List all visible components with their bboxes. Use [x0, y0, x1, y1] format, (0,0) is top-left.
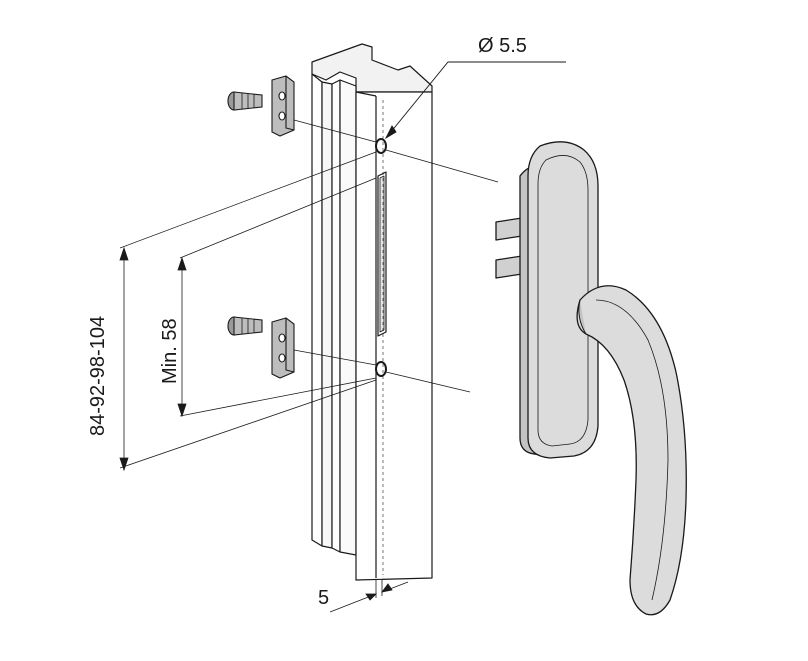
offset-label: 5 — [318, 587, 329, 609]
lower-hole — [375, 361, 387, 377]
lower-clamp-plate — [271, 317, 295, 379]
min-spacing-label: Min. 58 — [159, 318, 181, 384]
offset-dimension — [329, 580, 409, 613]
min-spacing-dimension — [177, 177, 377, 418]
upper-hole — [375, 138, 387, 154]
center-distance-label: 84-92-98-104 — [87, 316, 109, 436]
window-profile — [311, 43, 433, 581]
upper-clamp-plate — [271, 75, 295, 137]
center-distance-dimension — [119, 151, 377, 472]
lower-screw — [227, 316, 263, 336]
diameter-leader — [384, 61, 566, 140]
diameter-label: Ø 5.5 — [478, 35, 527, 57]
window-handle — [495, 141, 687, 616]
assembly-lines — [293, 119, 499, 393]
upper-screw — [227, 91, 263, 111]
